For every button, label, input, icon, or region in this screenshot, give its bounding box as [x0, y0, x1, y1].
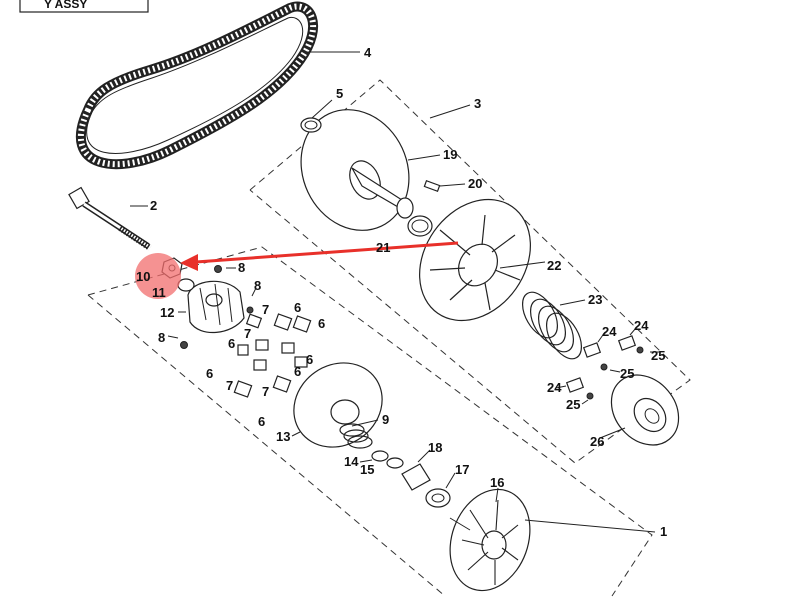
spring	[521, 291, 583, 360]
callout-8b: 8	[254, 278, 261, 293]
callout-6b: 6	[318, 316, 325, 331]
callout-13: 13	[276, 429, 290, 444]
callout-24c: 24	[547, 380, 562, 395]
callout-18: 18	[428, 440, 442, 455]
callout-6a: 6	[294, 300, 301, 315]
callout-11: 11	[152, 285, 166, 300]
callout-8a: 8	[238, 260, 245, 275]
moveable-sheave	[419, 198, 531, 322]
ring	[407, 215, 433, 237]
spider-assembly	[187, 280, 245, 334]
red-pointer-arrow	[180, 241, 459, 271]
washers	[371, 450, 404, 469]
callout-23: 23	[588, 292, 602, 307]
callout-25b: 25	[620, 366, 634, 381]
callout-21: 21	[376, 240, 390, 255]
callout-6c: 6	[228, 336, 235, 351]
callout-1: 1	[660, 524, 667, 539]
small-screws	[180, 265, 254, 349]
weights-rollers	[233, 313, 312, 398]
callout-10: 10	[136, 269, 150, 284]
callout-7b: 7	[244, 326, 251, 341]
callout-15: 15	[360, 462, 374, 477]
callout-14: 14	[344, 454, 359, 469]
title-label: Y ASSY	[44, 0, 87, 11]
title-box: Y ASSY	[19, 0, 149, 13]
drive-spring	[339, 423, 373, 449]
callout-24b: 24	[634, 318, 649, 333]
callout-6e: 6	[206, 366, 213, 381]
callout-5: 5	[336, 86, 343, 101]
callout-8c: 8	[158, 330, 165, 345]
bushings	[401, 463, 451, 508]
callout-16: 16	[490, 475, 504, 490]
callout-labels: 4 5 3 19 20 2 21 22 23 24 24 24 25 25 25…	[136, 45, 667, 539]
callout-6f: 6	[294, 364, 301, 379]
callout-26: 26	[590, 434, 604, 449]
bolt	[68, 186, 152, 251]
fixed-sheave	[300, 109, 414, 231]
callout-25c: 25	[566, 397, 580, 412]
roller-set	[565, 335, 644, 400]
key	[423, 180, 441, 192]
callout-25a: 25	[651, 348, 665, 363]
callout-2: 2	[150, 198, 157, 213]
callout-19: 19	[443, 147, 457, 162]
fan-sheave	[449, 488, 531, 592]
cover	[610, 374, 680, 446]
callout-24a: 24	[602, 324, 617, 339]
callout-22: 22	[547, 258, 561, 273]
callout-20: 20	[468, 176, 482, 191]
callout-17: 17	[455, 462, 469, 477]
callout-7c: 7	[226, 378, 233, 393]
callout-12: 12	[160, 305, 174, 320]
leader-lines	[130, 51, 660, 533]
callout-6g: 6	[258, 414, 265, 429]
o-ring	[300, 117, 322, 133]
callout-7d: 7	[262, 384, 269, 399]
drive-belt	[76, 1, 319, 170]
callout-9: 9	[382, 412, 389, 427]
highlight-circle	[135, 253, 181, 299]
callout-6d: 6	[306, 352, 313, 367]
callout-3: 3	[474, 96, 481, 111]
callout-7a: 7	[262, 302, 269, 317]
callout-4: 4	[364, 45, 372, 60]
